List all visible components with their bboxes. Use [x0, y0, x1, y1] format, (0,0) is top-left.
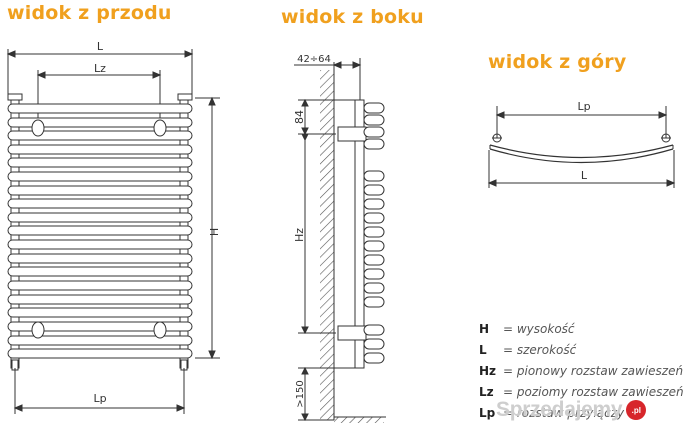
radiator-bar: [7, 335, 193, 346]
radiator-bar: [7, 280, 193, 291]
radiator-bar: [7, 144, 193, 155]
side-bars: [363, 102, 385, 364]
front-dim-Lz: Lz: [94, 62, 106, 75]
top-dim-Lp: Lp: [577, 100, 590, 113]
side-bar-end: [363, 226, 385, 238]
side-bar-end: [363, 282, 385, 294]
watermark-text: Sprzedajemy: [496, 398, 623, 421]
side-bar-end: [363, 352, 385, 364]
front-dim-H: H: [208, 228, 221, 236]
legend-row: H = wysokość: [479, 318, 684, 339]
legend-symbol: L: [479, 342, 487, 357]
watermark-badge: .pl: [626, 400, 647, 420]
side-bar-end: [363, 338, 385, 350]
side-bar-end: [363, 184, 385, 196]
side-bar-end: [363, 198, 385, 210]
legend-symbol: H: [479, 321, 490, 336]
side-bar-end: [363, 240, 385, 252]
radiator-bar: [7, 212, 193, 223]
radiator-bar: [7, 266, 193, 277]
side-dim-Hz: Hz: [293, 228, 306, 242]
side-dim-depth: 42÷64: [297, 54, 331, 65]
watermark: Sprzedajemy .pl: [496, 390, 686, 430]
side-bar-end: [363, 138, 385, 150]
side-bar-end: [363, 212, 385, 224]
legend-symbol: Lz: [479, 384, 494, 399]
legend-row: Lp = rozstaw przyłączy: [479, 402, 684, 423]
radiator-bar: [7, 198, 193, 209]
side-bar-end: [363, 296, 385, 308]
legend-description: = szerokość: [503, 342, 577, 357]
radiator-bar: [7, 321, 193, 332]
legend-description: = poziomy rozstaw zawieszeń: [503, 384, 684, 399]
radiator-bar: [7, 348, 193, 359]
legend-row: Lz = poziomy rozstaw zawieszeń: [479, 381, 684, 402]
side-bar-end: [363, 324, 385, 336]
radiator-bar: [7, 253, 193, 264]
radiator-bar: [7, 294, 193, 305]
side-bar-end: [363, 126, 385, 138]
side-bar-end: [363, 102, 385, 114]
front-view-title: widok z przodu: [7, 2, 172, 24]
side-dim-150: >150: [295, 380, 306, 407]
side-bar-end: [363, 268, 385, 280]
side-dim-84: 84: [293, 110, 306, 124]
legend-symbol: Lp: [479, 405, 496, 420]
legend-row: L = szerokość: [479, 339, 684, 360]
legend-row: Hz = pionowy rozstaw zawieszeń: [479, 360, 684, 381]
legend-description: = wysokość: [503, 321, 575, 336]
radiator-bar: [7, 157, 193, 168]
side-view-title: widok z boku: [281, 6, 424, 28]
radiator-bar: [7, 239, 193, 250]
radiator-bar: [7, 225, 193, 236]
legend-description: = rozstaw przyłączy: [503, 405, 625, 420]
side-view-drawing: [294, 58, 386, 423]
top-view-title: widok z góry: [488, 51, 627, 73]
radiator-bar: [7, 103, 193, 114]
front-dim-Lp: Lp: [93, 392, 106, 405]
legend-description: = pionowy rozstaw zawieszeń: [503, 363, 684, 378]
radiator-bar: [7, 171, 193, 182]
side-bar-end: [363, 170, 385, 182]
radiator-bar: [7, 117, 193, 128]
side-bar-end: [363, 254, 385, 266]
top-dim-L: L: [581, 169, 588, 182]
front-view-drawing: [6, 49, 220, 414]
front-dim-L: L: [97, 40, 104, 53]
side-bar-end: [363, 114, 385, 126]
legend-symbol: Hz: [479, 363, 497, 378]
radiator-bar: [7, 185, 193, 196]
front-bars: [7, 103, 193, 359]
top-view-drawing: [487, 106, 676, 188]
radiator-bar: [7, 307, 193, 318]
radiator-bar: [7, 130, 193, 141]
